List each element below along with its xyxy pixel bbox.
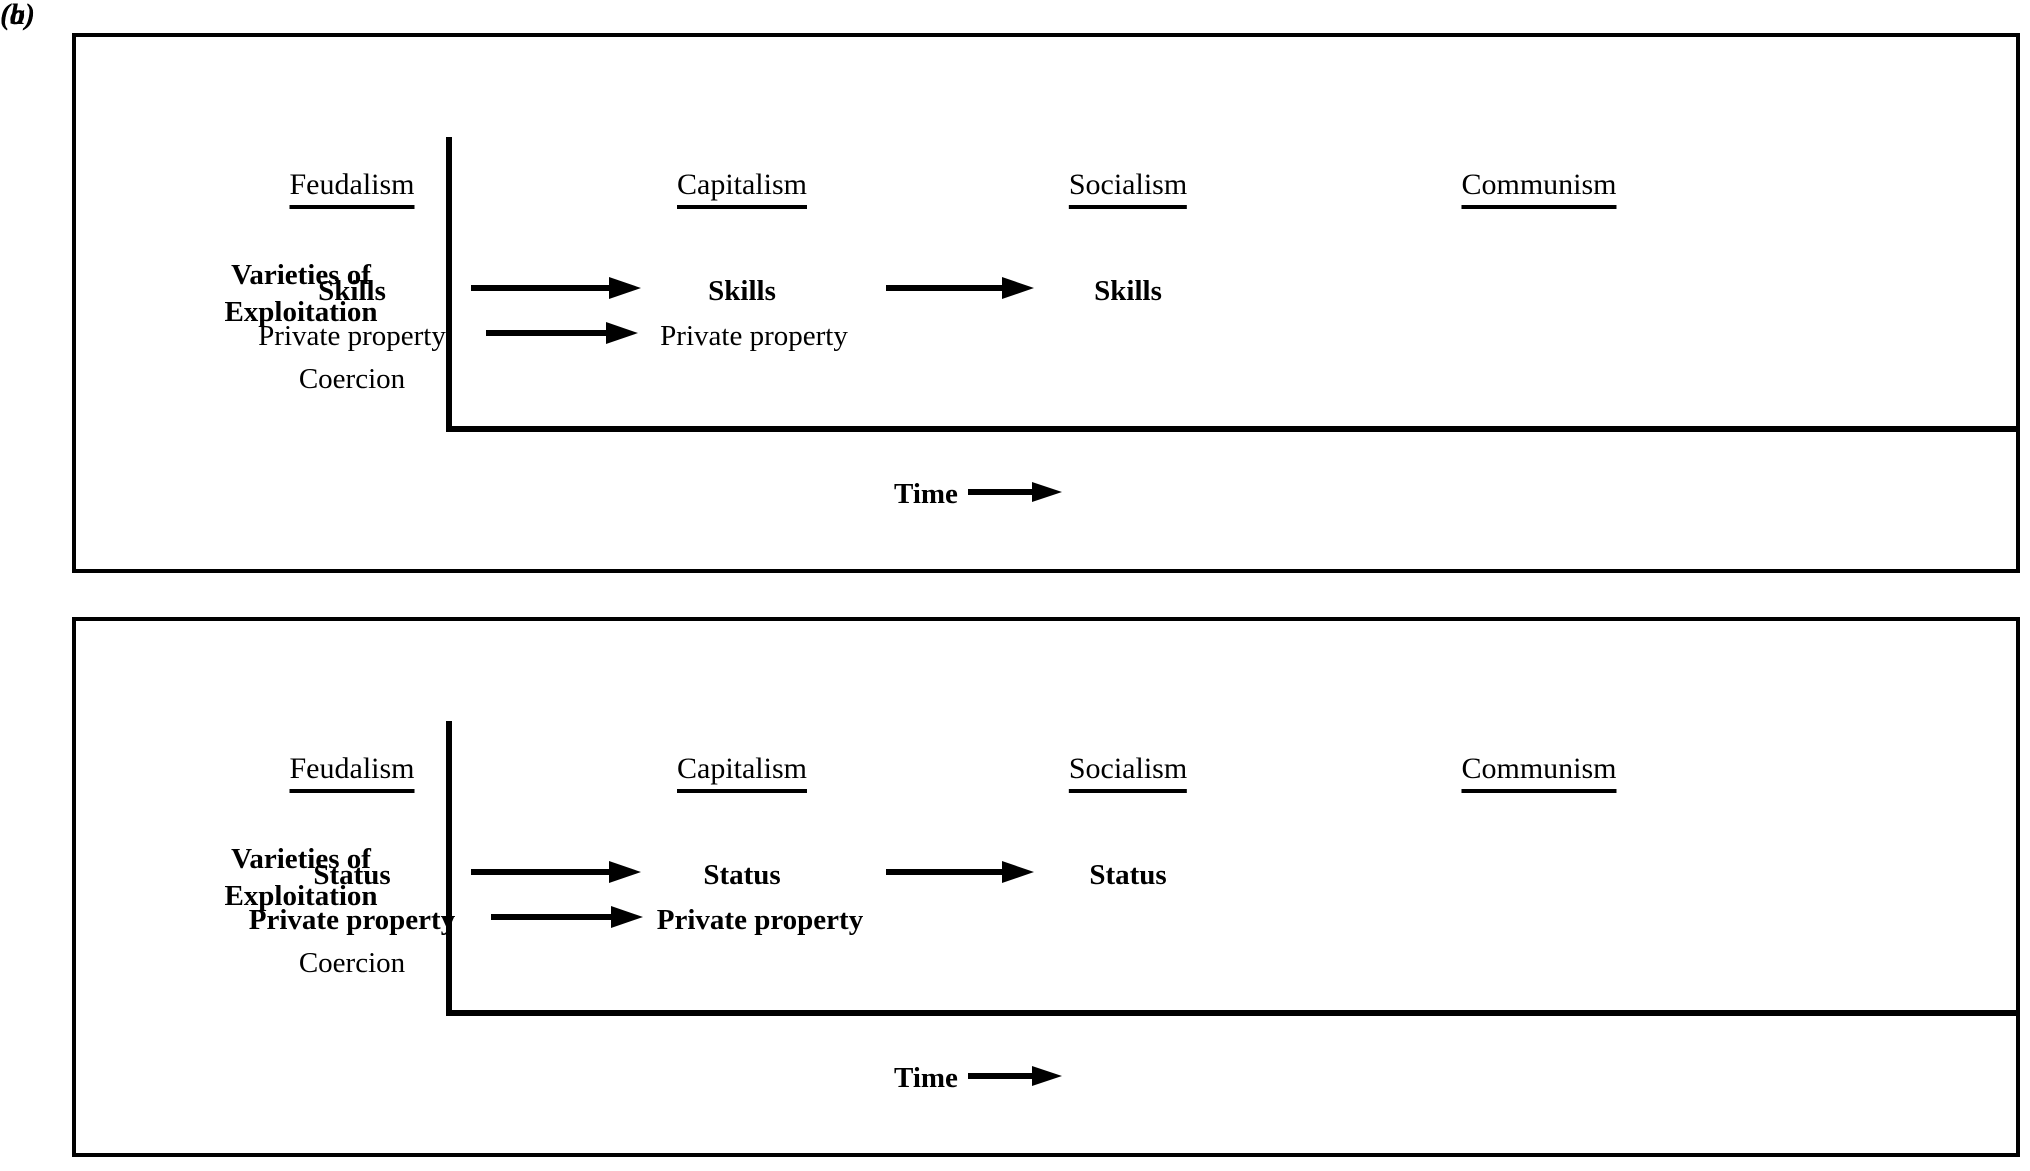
- row-label-b: Varieties of Exploitation: [186, 841, 416, 915]
- panel-a: Varieties of Exploitation Feudalism Capi…: [72, 33, 2020, 573]
- era-heading-feudalism-a: Feudalism: [289, 170, 415, 209]
- era-heading-socialism-a: Socialism: [1068, 170, 1188, 209]
- axis-vertical-a: [446, 137, 452, 432]
- panel-label-a: (a): [0, 0, 35, 31]
- cell-skills-feudalism-a: Skills: [318, 275, 386, 307]
- cell-coercion-feudalism-a: Coercion: [298, 363, 406, 395]
- cell-skills-socialism-a: Skills: [1094, 275, 1162, 307]
- era-heading-capitalism-b: Capitalism: [677, 754, 807, 793]
- cell-status-capitalism-b: Status: [703, 859, 781, 891]
- row-label-a: Varieties of Exploitation: [186, 257, 416, 331]
- time-caption-b: Time: [894, 1064, 1062, 1093]
- cell-skills-capitalism-a: Skills: [708, 275, 776, 307]
- cell-status-socialism-b: Status: [1089, 859, 1167, 891]
- era-heading-feudalism-b: Feudalism: [289, 754, 415, 793]
- time-label-a: Time: [894, 478, 958, 510]
- era-heading-socialism-b: Socialism: [1068, 754, 1188, 793]
- arrow-skills-feudalism-to-capitalism-a: [471, 277, 641, 299]
- panel-label-b: (b): [0, 0, 35, 31]
- panel-b: Varieties of Exploitation Feudalism Capi…: [72, 617, 2020, 1157]
- cell-private-property-capitalism-a: Private property: [660, 320, 848, 352]
- arrow-status-capitalism-to-socialism-b: [886, 861, 1034, 883]
- row-label-line-1: Varieties of: [231, 843, 371, 875]
- arrow-skills-capitalism-to-socialism-a: [886, 277, 1034, 299]
- time-label-b: Time: [894, 1062, 958, 1094]
- era-heading-communism-b: Communism: [1461, 754, 1617, 793]
- axis-horizontal-b: [446, 1010, 2016, 1016]
- row-label-line-2: Exploitation: [224, 296, 378, 329]
- time-caption-a: Time: [894, 480, 1062, 509]
- arrow-private-property-feudalism-to-capitalism-b: [491, 906, 643, 928]
- row-label-line-1: Varieties of: [231, 259, 371, 291]
- era-heading-communism-a: Communism: [1461, 170, 1617, 209]
- cell-status-feudalism-b: Status: [313, 859, 391, 891]
- cell-private-property-capitalism-b: Private property: [656, 904, 864, 936]
- era-heading-capitalism-a: Capitalism: [677, 170, 807, 209]
- time-arrow-icon-a: [967, 482, 1062, 507]
- cell-private-property-feudalism-b: Private property: [248, 904, 456, 936]
- arrow-private-property-feudalism-to-capitalism-a: [486, 322, 638, 344]
- cell-private-property-feudalism-a: Private property: [258, 320, 446, 352]
- arrow-status-feudalism-to-capitalism-b: [471, 861, 641, 883]
- cell-coercion-feudalism-b: Coercion: [298, 947, 406, 979]
- row-label-line-2: Exploitation: [224, 880, 378, 913]
- axis-horizontal-a: [446, 426, 2016, 432]
- axis-vertical-b: [446, 721, 452, 1016]
- time-arrow-icon-b: [967, 1066, 1062, 1091]
